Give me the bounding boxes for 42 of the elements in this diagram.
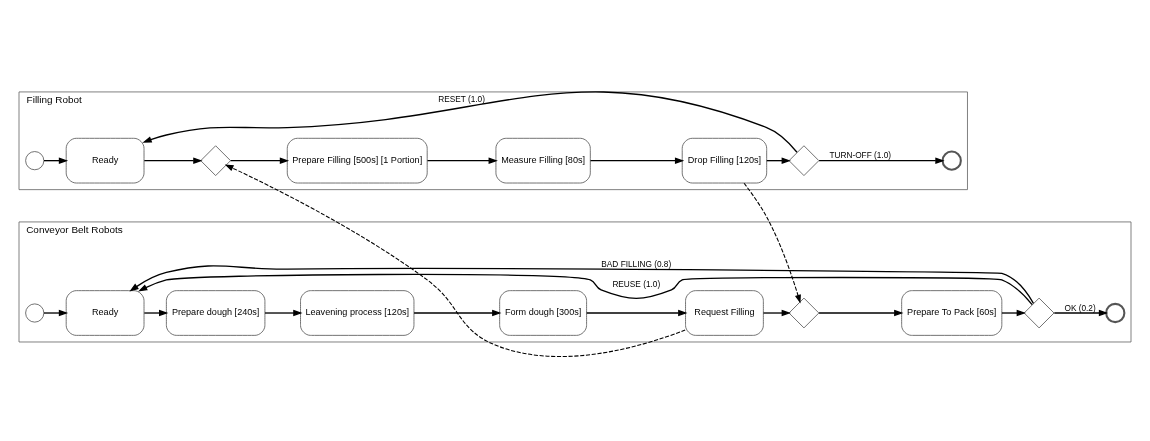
node-box: Form dough [300s] [499,289,587,336]
arrow [743,182,801,303]
edge-label: BAD FILLING (0.8) [601,259,672,269]
node-box: Measure Filling [80s] [495,137,591,183]
node-circle [1105,302,1126,323]
node-box: Request Filling [685,289,764,336]
arrow [143,309,169,316]
edge-label: OK (0.2) [1064,303,1096,313]
node-diamond [1023,297,1055,328]
arrow [264,309,303,316]
arrow [762,309,791,316]
node-diamond [200,144,231,176]
node-box: Prepare Filling [500s] [1 Portion] [286,137,428,183]
arrow [586,309,688,316]
node-box: Prepare dough [240s] [165,289,266,336]
node-circle [941,150,962,171]
edge-label: RESET (1.0) [438,94,485,104]
arrow [413,309,502,316]
arrow [230,156,290,164]
arrow [426,156,498,164]
node-box: Ready [65,289,145,336]
arrow [1001,309,1026,316]
node-circle [25,303,45,323]
arrow [43,309,69,316]
arrow [589,156,685,164]
arrow [143,156,203,164]
arrow [224,163,686,357]
node-box: Prepare To Pack [60s] [901,289,1003,336]
node-diamond [788,297,820,328]
arrow [1053,309,1109,316]
arrow [818,309,904,316]
arrow [138,273,1033,305]
arrow [129,264,1035,304]
node-box: Ready [65,137,145,183]
node-circle [25,150,45,170]
edge-label: REUSE (1.0) [612,279,661,289]
arrow [142,90,798,153]
edge-label: TURN-OFF (1.0) [829,150,892,160]
arrow [818,156,945,164]
node-diamond [788,144,820,176]
node-box: Drop Filling [120s] [681,137,768,183]
node-box: Leavening process [120s] [300,289,415,336]
